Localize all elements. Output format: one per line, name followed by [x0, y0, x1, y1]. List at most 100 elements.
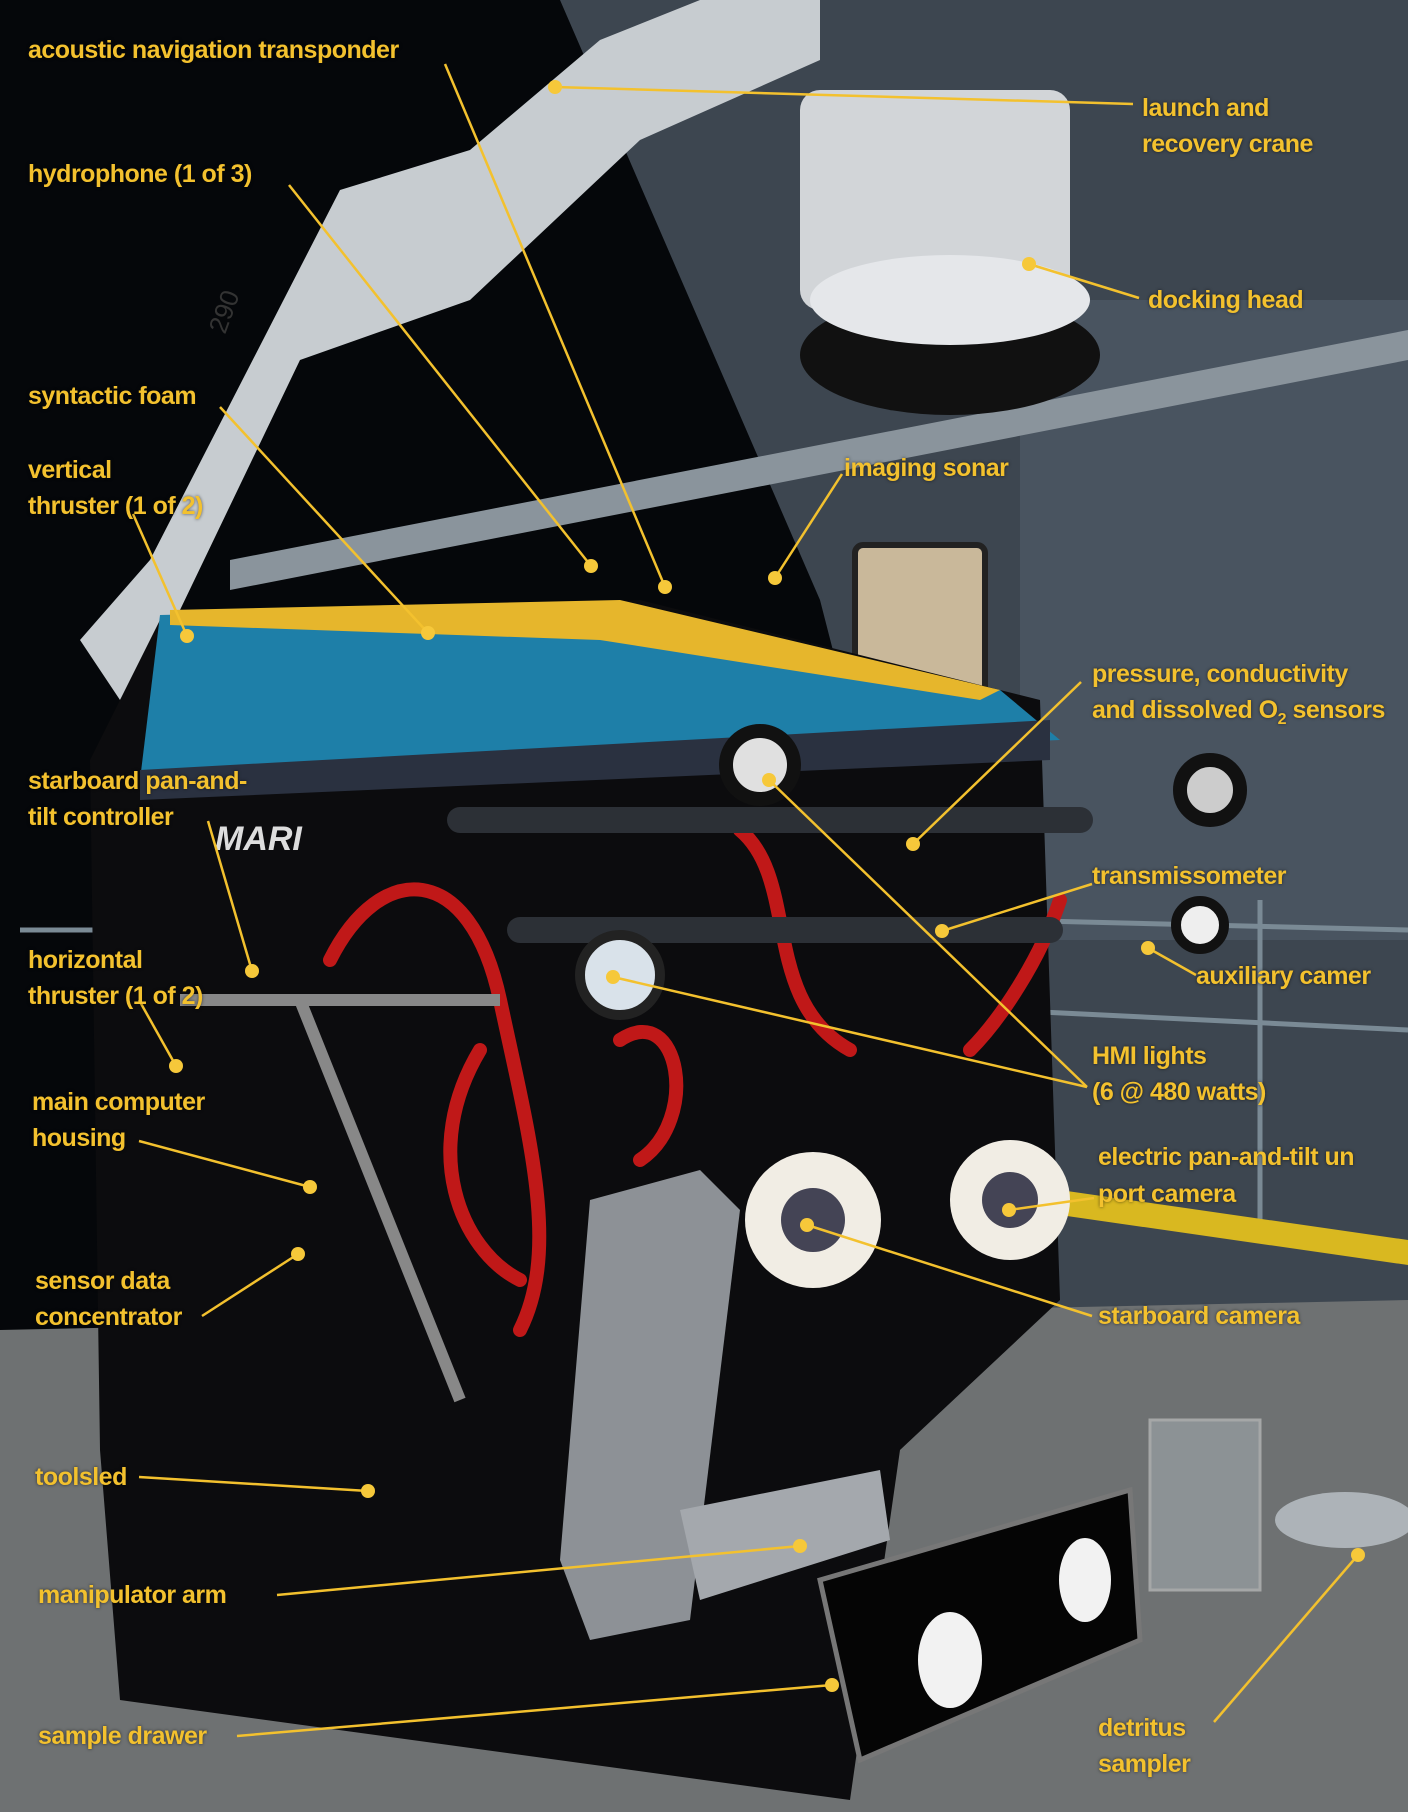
label-manipulator-arm: manipulator arm — [38, 1581, 227, 1609]
label-hmi-lights: HMI lights (6 @ 480 watts) — [1092, 1038, 1266, 1110]
dot-toolsled — [361, 1484, 375, 1498]
frame-struts — [180, 994, 500, 1403]
label-line: and dissolved O2 sensors — [1092, 692, 1385, 738]
label-acoustic-navigation-transponder: acoustic navigation transponder — [28, 36, 399, 64]
leader-manipulator-arm — [276, 1544, 801, 1597]
dot-hmi-light-b — [762, 773, 776, 787]
hazard-stripe — [1060, 1190, 1408, 1265]
label-line: thruster (1 of 2) — [28, 982, 203, 1010]
leader-horizontal-thruster — [137, 999, 178, 1067]
label-starboard-pan-tilt-controller: starboard pan-and-tilt controller — [28, 763, 247, 835]
dot-port-camera — [1002, 1203, 1016, 1217]
dot-sensor-data — [291, 1247, 305, 1261]
leader-toolsled — [138, 1475, 369, 1493]
label-electric-pan-tilt-unit: electric pan-and-tilt un — [1098, 1143, 1355, 1171]
dot-manipulator-arm — [793, 1539, 807, 1553]
label-line: sampler — [1098, 1750, 1191, 1778]
dot-acoustic-nav — [658, 580, 672, 594]
label-transmissometer: transmissometer — [1092, 862, 1286, 890]
leader-imaging-sonar — [773, 473, 844, 579]
label-line: launch and — [1142, 94, 1269, 122]
label-line: (6 @ 480 watts) — [1092, 1078, 1266, 1106]
label-line: main computer — [32, 1088, 205, 1116]
auxiliary-camera-body — [1171, 896, 1229, 954]
detritus-sampler-jar — [1148, 1418, 1262, 1592]
hmi-light-top — [719, 724, 801, 806]
manipulator-arm-forearm — [680, 1470, 890, 1600]
label-text: and dissolved O — [1092, 696, 1278, 724]
label-imaging-sonar: imaging sonar — [844, 454, 1009, 482]
dot-imaging-sonar — [768, 571, 782, 585]
leader-sample-drawer — [236, 1683, 833, 1738]
dot-hydrophone — [584, 559, 598, 573]
sample-drawer-box — [817, 1486, 1143, 1764]
sample-drawer-port — [1059, 1538, 1111, 1622]
camera-right — [1173, 753, 1247, 827]
docking-head-body — [800, 90, 1070, 310]
label-line: thruster (1 of 2) — [28, 492, 203, 520]
label-subscript: 2 — [1277, 711, 1287, 728]
leader-hmi-lights-b — [768, 779, 1088, 1088]
leader-pcd-sensors — [912, 681, 1082, 845]
label-port-camera: port camera — [1098, 1180, 1236, 1208]
label-syntactic-foam: syntactic foam — [28, 382, 197, 410]
leader-dots — [169, 80, 1365, 1692]
leader-acoustic-nav — [443, 63, 667, 588]
label-line: horizontal — [28, 946, 143, 974]
starboard-camera-lens — [781, 1188, 845, 1252]
label-line: housing — [32, 1124, 126, 1152]
dot-docking-head — [1022, 257, 1036, 271]
label-starboard-camera: starboard camera — [1098, 1302, 1300, 1330]
detritus-sampler-lid — [1275, 1492, 1408, 1548]
label-text: sensors — [1286, 696, 1385, 724]
label-line: tilt controller — [28, 803, 174, 831]
label-auxiliary-camera: auxiliary camer — [1196, 962, 1371, 990]
label-detritus-sampler: detritus sampler — [1098, 1710, 1191, 1782]
label-line: detritus — [1098, 1714, 1186, 1742]
leader-hydrophone — [288, 184, 592, 567]
dot-main-computer — [303, 1180, 317, 1194]
docking-head-plate — [810, 255, 1090, 345]
dot-hmi-light-a — [606, 970, 620, 984]
launch-crane-arm — [80, 0, 820, 700]
label-launch-and-recovery-crane: launch and recovery crane — [1142, 90, 1313, 162]
crane-number: 290 — [202, 286, 245, 337]
leader-starboard-camera — [806, 1223, 1093, 1318]
label-docking-head: docking head — [1148, 286, 1304, 314]
leader-docking-head — [1028, 262, 1140, 300]
label-line: vertical — [28, 456, 112, 484]
leader-transmissometer — [941, 882, 1093, 933]
dot-pcd-sensors — [906, 837, 920, 851]
dot-vertical-thruster — [180, 629, 194, 643]
dot-auxiliary-camera — [1141, 941, 1155, 955]
leader-hmi-lights-a — [612, 975, 1088, 1089]
leader-launch-crane — [554, 85, 1134, 106]
label-main-computer-housing: main computer housing — [32, 1084, 205, 1156]
dot-sample-drawer — [825, 1678, 839, 1692]
label-line: concentrator — [35, 1303, 182, 1331]
label-line: HMI lights — [1092, 1042, 1207, 1070]
dot-transmissometer — [935, 924, 949, 938]
dot-detritus-sampler — [1351, 1548, 1365, 1562]
label-line: pressure, conductivity — [1092, 660, 1348, 688]
dot-launch-crane — [548, 80, 562, 94]
label-vertical-thruster: vertical thruster (1 of 2) — [28, 452, 203, 524]
wall-rail — [230, 330, 1408, 590]
leader-sensor-data — [201, 1252, 299, 1318]
rov-hull-yellow — [170, 600, 1000, 700]
sample-drawer-port — [918, 1612, 982, 1708]
leader-vertical-thruster — [131, 513, 189, 637]
label-line: recovery crane — [1142, 130, 1313, 158]
hmi-light — [575, 930, 665, 1020]
label-line: starboard pan-and- — [28, 767, 247, 795]
leader-port-camera — [1008, 1196, 1095, 1212]
dot-syntactic-foam — [421, 626, 435, 640]
frame-pipes — [447, 807, 1093, 943]
rov-hull-band — [140, 720, 1050, 800]
label-toolsled: toolsled — [35, 1463, 127, 1491]
label-horizontal-thruster: horizontal thruster (1 of 2) — [28, 942, 203, 1014]
leader-detritus-sampler — [1213, 1554, 1359, 1723]
